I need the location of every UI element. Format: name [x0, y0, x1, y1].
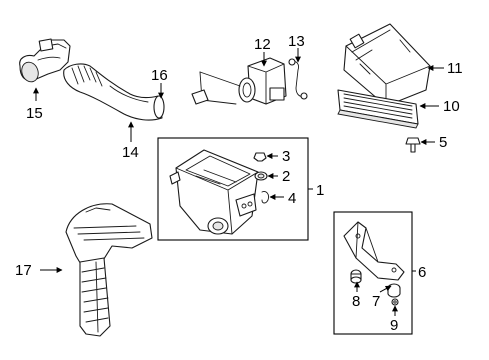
bolt-part	[405, 137, 421, 153]
airflow-meter-part	[191, 57, 287, 105]
resonator-duct-part	[65, 203, 153, 337]
air-cleaner-case-part	[169, 149, 259, 235]
callout-12: 12	[254, 36, 271, 53]
callout-4: 4	[288, 190, 296, 207]
washer-part	[391, 298, 399, 306]
intake-hose-part	[63, 63, 165, 121]
wire-clamp-part	[288, 58, 308, 100]
callout-6: 6	[418, 264, 426, 281]
callout-15: 15	[26, 105, 43, 122]
grommet-part	[254, 171, 268, 181]
air-cleaner-cover-part	[343, 23, 431, 107]
callout-8: 8	[352, 293, 360, 310]
inlet-duct-part	[19, 38, 71, 83]
callout-2: 2	[282, 168, 290, 185]
callout-11: 11	[447, 60, 463, 77]
callout-9: 9	[390, 317, 398, 334]
leader-lines	[33, 48, 444, 316]
bushing-part	[350, 269, 362, 284]
collar-part	[387, 283, 401, 298]
callout-1: 1	[316, 182, 324, 199]
callout-17: 17	[15, 262, 32, 279]
clip-part	[261, 191, 269, 204]
bracket-part	[343, 221, 405, 281]
air-filter-element-part	[337, 89, 419, 129]
callout-3: 3	[282, 148, 290, 165]
callout-labels: 1 2 3 4 5 6 7 8 9 10 11 12 13 14 15 16 1…	[15, 33, 463, 334]
nut-part	[253, 152, 267, 162]
bracket-assembly-frame	[333, 211, 413, 335]
callout-16: 16	[151, 67, 168, 84]
callout-14: 14	[122, 144, 139, 161]
callout-5: 5	[439, 134, 447, 151]
callout-10: 10	[443, 98, 460, 115]
callout-7: 7	[372, 293, 380, 310]
callout-13: 13	[288, 33, 305, 50]
